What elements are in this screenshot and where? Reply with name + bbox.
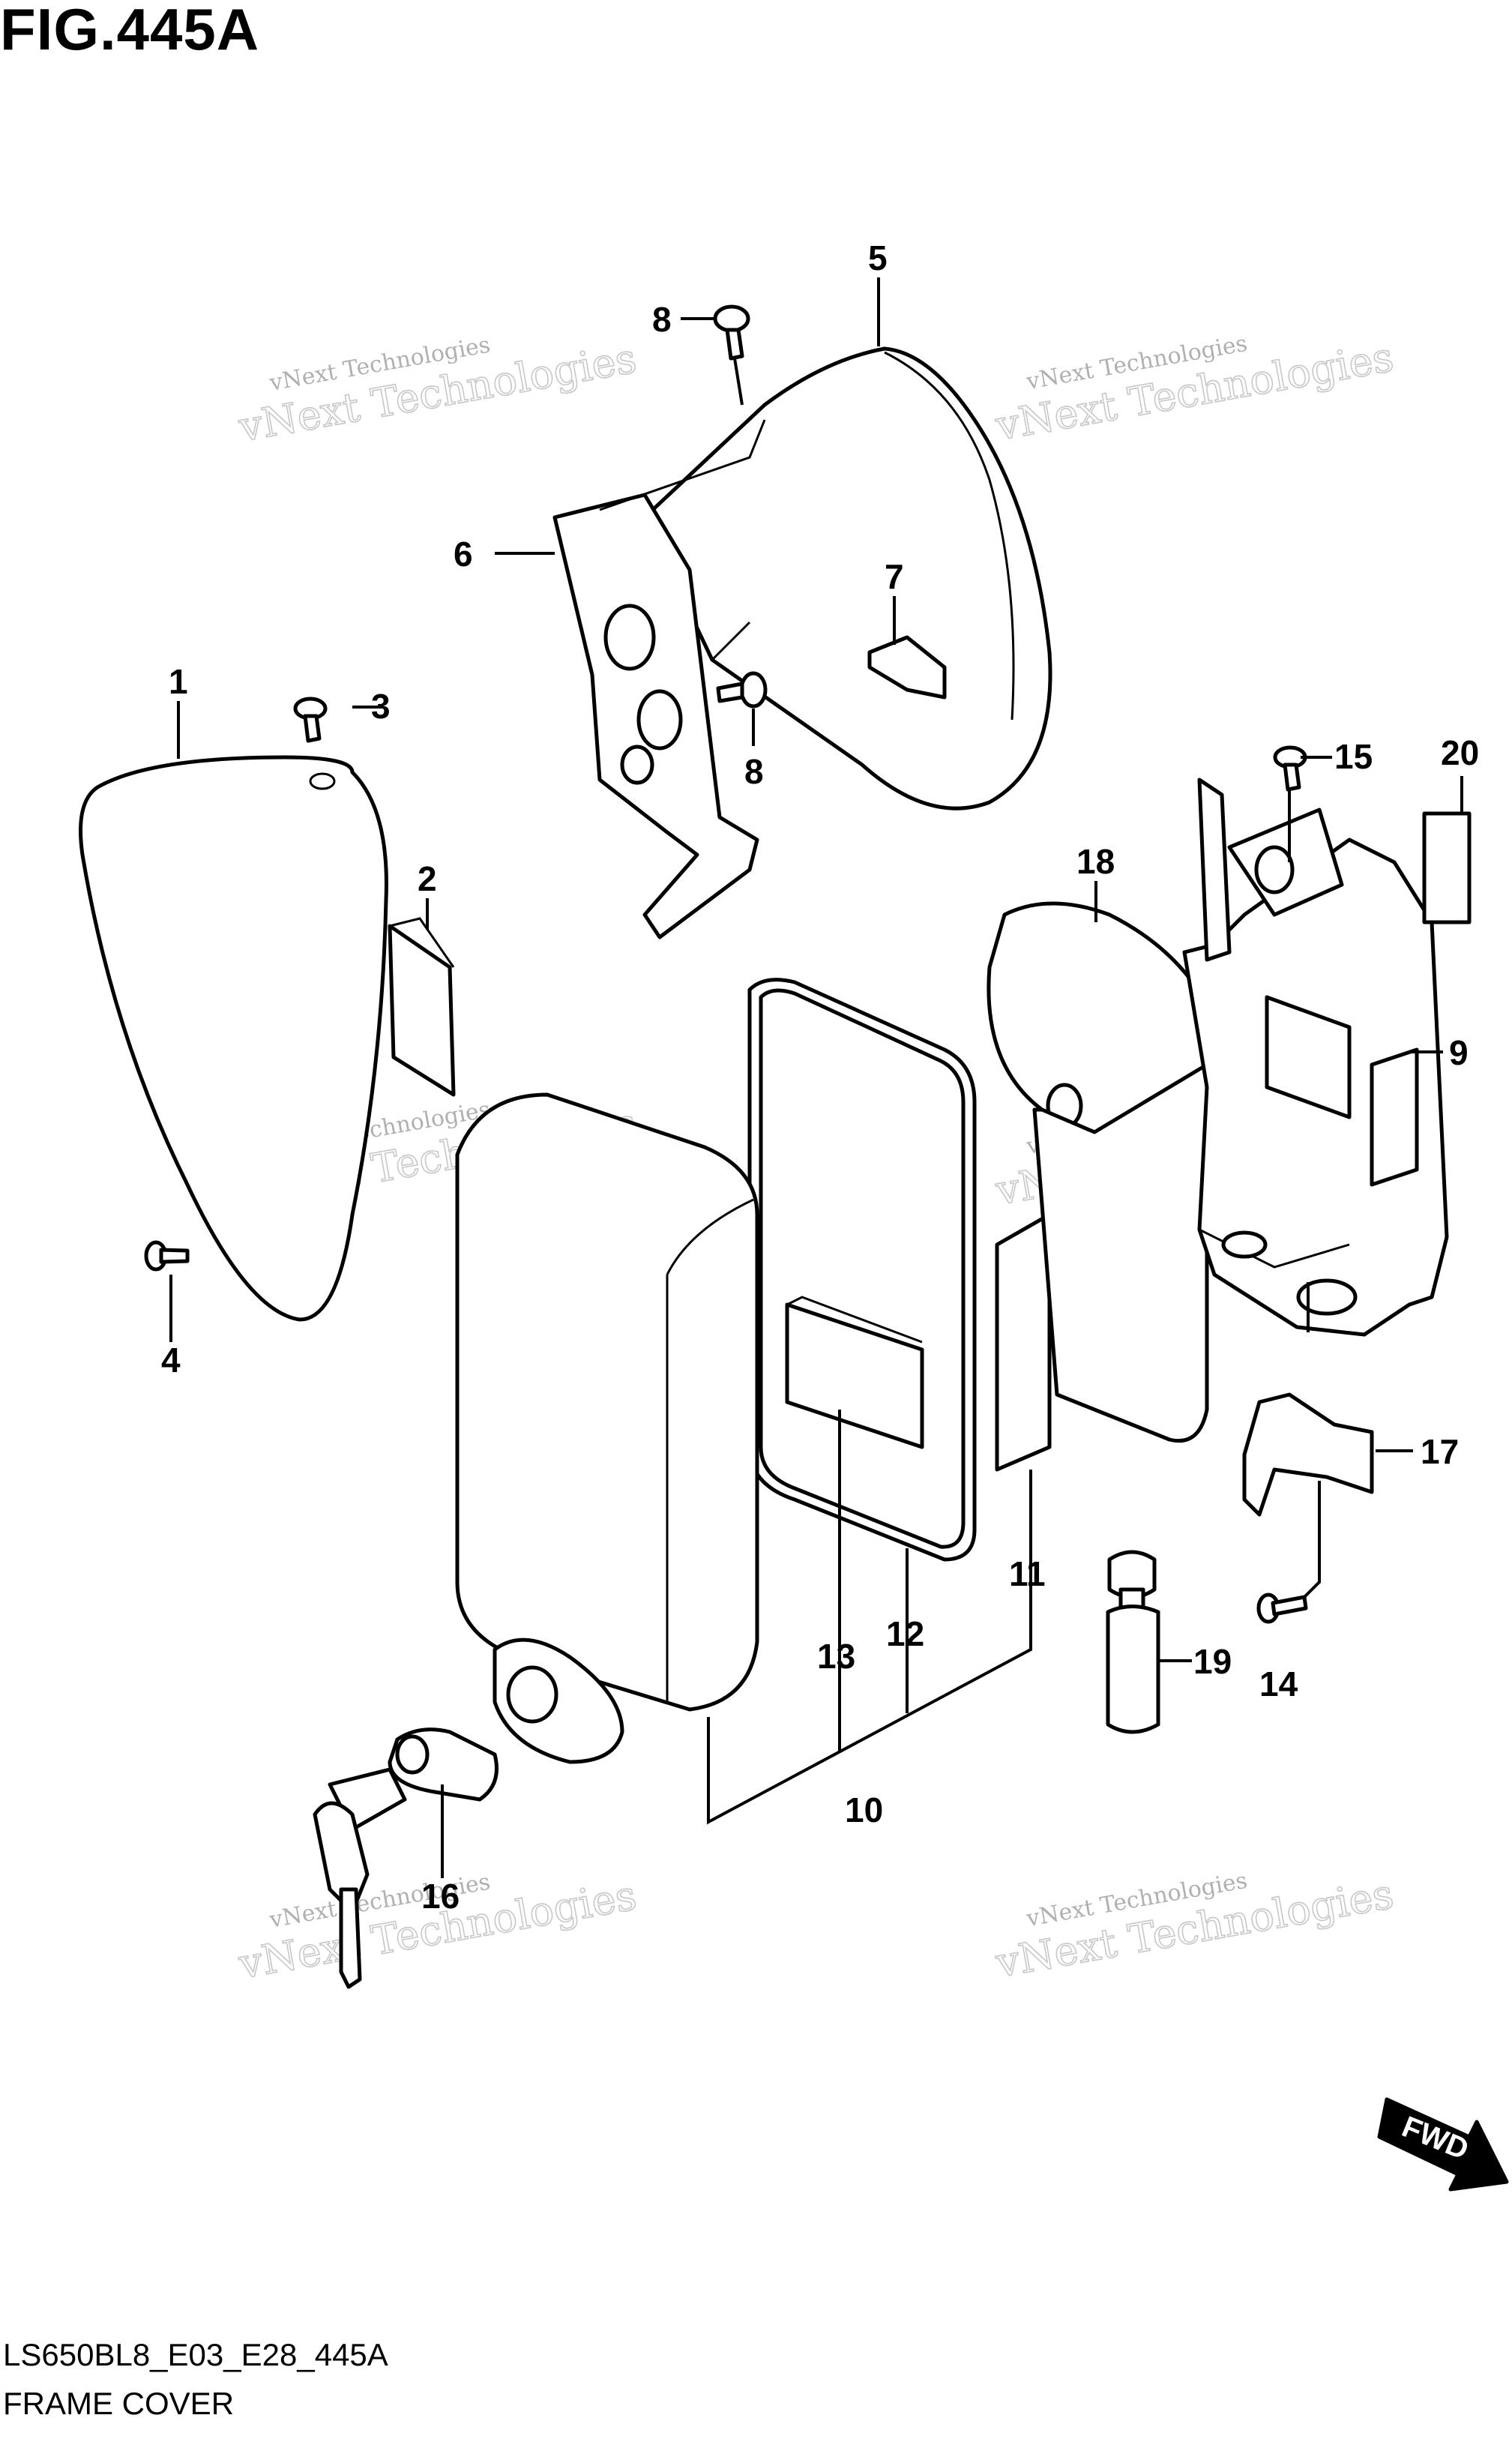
leader-lines <box>169 277 1463 1878</box>
part-11-strip <box>995 1212 1052 1472</box>
part-10-tool-box <box>455 1092 759 1712</box>
callout-18: 18 <box>1076 842 1115 881</box>
part-16-lock-set <box>313 1638 624 1989</box>
part-7-clip <box>867 635 947 700</box>
callout-7: 7 <box>885 557 904 596</box>
part-8-screw-top <box>713 304 750 361</box>
part-12-gasket <box>747 978 977 1562</box>
callout-3: 3 <box>371 687 391 726</box>
callout-11: 11 <box>1009 1554 1046 1593</box>
part-6-inner-bracket <box>552 419 766 939</box>
callout-10: 10 <box>845 1790 883 1829</box>
part-17-clamp <box>1242 1392 1374 1517</box>
part-1-left-frame-cover <box>79 755 388 1322</box>
fwd-arrow-icon: FWD <box>1377 2097 1509 2192</box>
callout-8-top: 8 <box>652 300 672 339</box>
part-8-screw-middle <box>716 671 768 709</box>
callout-13: 13 <box>817 1637 855 1676</box>
callout-14: 14 <box>1259 1664 1298 1703</box>
callout-19: 19 <box>1193 1642 1232 1681</box>
part-20-label <box>1422 811 1472 924</box>
callout-17: 17 <box>1421 1432 1459 1471</box>
part-13-label <box>785 1296 924 1449</box>
callout-5: 5 <box>868 238 888 277</box>
callout-9: 9 <box>1449 1033 1469 1072</box>
part-5-frame-cover-rear <box>642 346 1052 811</box>
part-3-screw <box>293 697 328 743</box>
part-14-screw <box>1256 1593 1308 1624</box>
callout-8-middle: 8 <box>744 752 764 791</box>
figure-title: FIG.445A <box>0 0 260 62</box>
part-2-pad <box>388 917 456 1097</box>
part-15-screw <box>1273 745 1307 792</box>
diagram-name: FRAME COVER <box>3 2386 235 2421</box>
callouts: 1 2 3 4 5 6 7 8 8 9 10 11 12 13 14 15 16… <box>161 238 1479 1916</box>
callout-1: 1 <box>169 662 188 701</box>
part-4-screw <box>144 1240 190 1272</box>
part-19-pin <box>1106 1550 1160 1734</box>
part-9-bracket <box>1182 778 1449 1337</box>
callout-4: 4 <box>161 1341 181 1380</box>
callout-15: 15 <box>1334 737 1373 776</box>
callout-16: 16 <box>421 1877 460 1916</box>
callout-2: 2 <box>418 859 437 898</box>
callout-20: 20 <box>1441 733 1479 772</box>
diagram-code: LS650BL8_E03_E28_445A <box>3 2337 388 2372</box>
callout-6: 6 <box>454 535 473 574</box>
callout-12: 12 <box>886 1614 924 1653</box>
